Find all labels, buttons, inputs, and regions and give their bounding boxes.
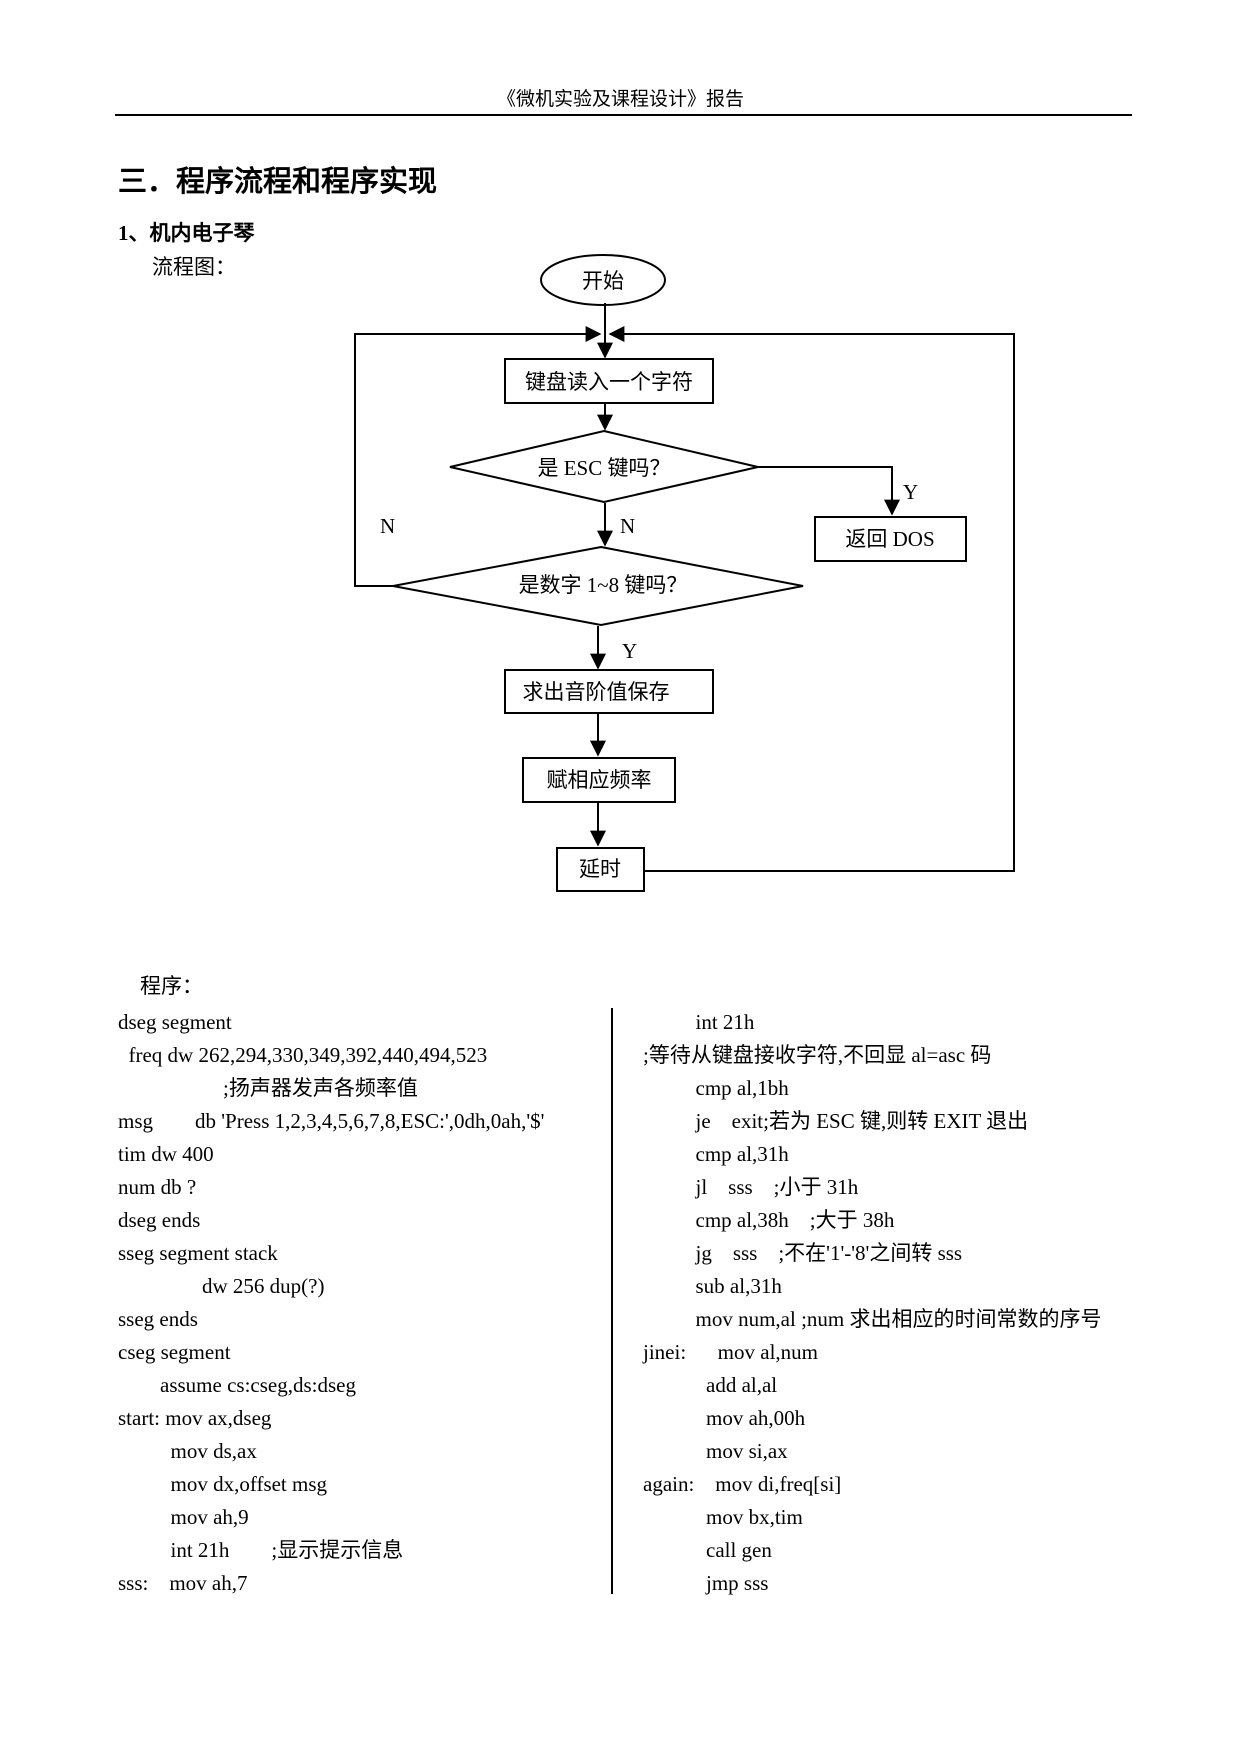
code-line: jl sss ;小于 31h: [643, 1175, 859, 1199]
node-read-key: [504, 358, 714, 404]
connector-delay-loop: [608, 326, 1015, 872]
code-line: call gen: [643, 1538, 772, 1562]
flowchart-label: 流程图：: [152, 255, 236, 279]
node-assign-freq-label: 赋相应频率: [547, 768, 652, 792]
code-line: dw 256 dup(?): [118, 1274, 325, 1298]
code-line: cmp al,1bh: [643, 1076, 789, 1100]
section-title: 三．程序流程和程序实现: [118, 166, 438, 198]
code-line: jg sss ;不在'1'-'8'之间转 sss: [643, 1241, 963, 1265]
node-delay: [556, 847, 645, 892]
node-is-esc-label: 是 ESC 键吗？: [537, 456, 670, 480]
program-label: 程序：: [140, 974, 203, 998]
code-line: int 21h ;显示提示信息: [118, 1538, 404, 1562]
code-line: add al,al: [643, 1373, 778, 1397]
code-line: mov bx,tim: [643, 1505, 803, 1529]
node-assign-freq: [522, 757, 676, 803]
code-line: cmp al,31h: [643, 1142, 789, 1166]
code-line: mov num,al ;num 求出相应的时间常数的序号: [643, 1307, 1102, 1331]
subsection-title: 1、机内电子琴: [118, 221, 255, 245]
node-read-key-label: 键盘读入一个字符: [525, 370, 693, 394]
node-return-dos: [814, 516, 967, 562]
code-line: sseg segment stack: [118, 1241, 278, 1265]
code-line: ;等待从键盘接收字符,不回显 al=asc 码: [643, 1043, 992, 1067]
code-line: jmp sss: [643, 1571, 769, 1595]
code-line: mov ds,ax: [118, 1439, 257, 1463]
code-line: start: mov ax,dseg: [118, 1406, 272, 1430]
node-start-label: 开始: [582, 269, 624, 293]
code-line: assume cs:cseg,ds:dseg: [118, 1373, 356, 1397]
code-line: msg db 'Press 1,2,3,4,5,6,7,8,ESC:',0dh,…: [118, 1109, 545, 1133]
node-calc-scale: [504, 669, 714, 714]
code-line: again: mov di,freq[si]: [643, 1472, 842, 1496]
code-line: jinei: mov al,num: [643, 1340, 818, 1364]
code-column-divider: [611, 1008, 613, 1594]
node-delay-label: 延时: [579, 857, 621, 881]
code-line: tim dw 400: [118, 1142, 214, 1166]
code-line: dseg segment: [118, 1010, 232, 1034]
code-line: cseg segment: [118, 1340, 231, 1364]
code-line: num db ?: [118, 1175, 197, 1199]
branch-label-esc-yes: Y: [903, 480, 918, 504]
code-column-left: dseg segment freq dw 262,294,330,349,392…: [118, 1006, 544, 1600]
code-column-right: int 21h ;等待从键盘接收字符,不回显 al=asc 码 cmp al,1b…: [643, 1006, 1102, 1600]
connector-digit-no: [354, 326, 602, 587]
code-line: mov si,ax: [643, 1439, 788, 1463]
code-line: sseg ends: [118, 1307, 198, 1331]
code-line: freq dw 262,294,330,349,392,440,494,523: [118, 1043, 488, 1067]
code-line: mov ah,9: [118, 1505, 249, 1529]
branch-label-loop-no: N: [380, 514, 395, 538]
page-header: 《微机实验及课程设计》报告: [496, 89, 744, 110]
node-is-digit: [392, 545, 804, 627]
branch-label-esc-no: N: [620, 514, 635, 538]
header-rule: [115, 114, 1132, 116]
branch-label-digit-yes: Y: [622, 639, 637, 663]
node-return-dos-label: 返回 DOS: [845, 527, 934, 551]
code-line: mov ah,00h: [643, 1406, 806, 1430]
code-line: int 21h: [643, 1010, 755, 1034]
code-line: ;扬声器发声各频率值: [118, 1076, 418, 1100]
code-line: cmp al,38h ;大于 38h: [643, 1208, 895, 1232]
flowchart: 开始 键盘读入一个字符 是 ESC 键吗？ 返回 DOS 是数字 1~8 键吗？…: [354, 254, 1015, 892]
node-is-digit-label: 是数字 1~8 键吗？: [519, 573, 688, 597]
code-line: sss: mov ah,7: [118, 1571, 248, 1595]
code-line: mov dx,offset msg: [118, 1472, 328, 1496]
connector-esc-yes: [758, 466, 900, 516]
node-is-esc: [449, 429, 759, 504]
node-start: [540, 254, 666, 306]
code-line: je exit;若为 ESC 键,则转 EXIT 退出: [643, 1109, 1029, 1133]
code-line: sub al,31h: [643, 1274, 782, 1298]
node-calc-scale-label: 求出音阶值保存: [523, 680, 670, 704]
code-line: dseg ends: [118, 1208, 201, 1232]
